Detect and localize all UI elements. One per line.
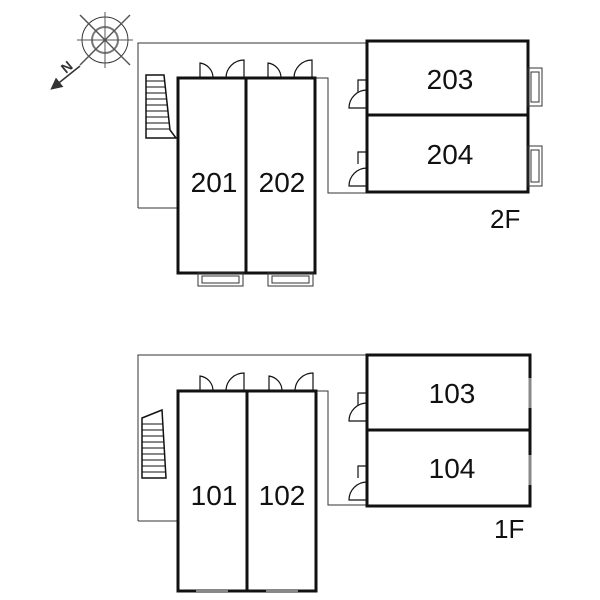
unit-label-202: 202 (259, 167, 306, 198)
unit-label-201: 201 (191, 167, 238, 198)
floor-2f: 201 202 203 204 2F (137, 39, 543, 287)
unit-label-204: 204 (427, 139, 474, 170)
door (199, 372, 368, 501)
unit-label-101: 101 (191, 480, 238, 511)
floor-label-1f: 1F (494, 514, 524, 544)
unit-label-103: 103 (429, 378, 476, 409)
floor-label-2f: 2F (490, 204, 520, 234)
floor-1f: 101 102 103 104 1F (137, 353, 532, 593)
stairs (145, 74, 178, 139)
stairs (141, 408, 167, 479)
unit-label-102: 102 (259, 480, 306, 511)
compass-north-label: N (58, 58, 76, 77)
window (196, 378, 532, 593)
balcony (197, 67, 543, 287)
door (199, 59, 368, 187)
unit-label-104: 104 (429, 453, 476, 484)
compass: N (50, 12, 133, 90)
unit-label-203: 203 (427, 64, 474, 95)
